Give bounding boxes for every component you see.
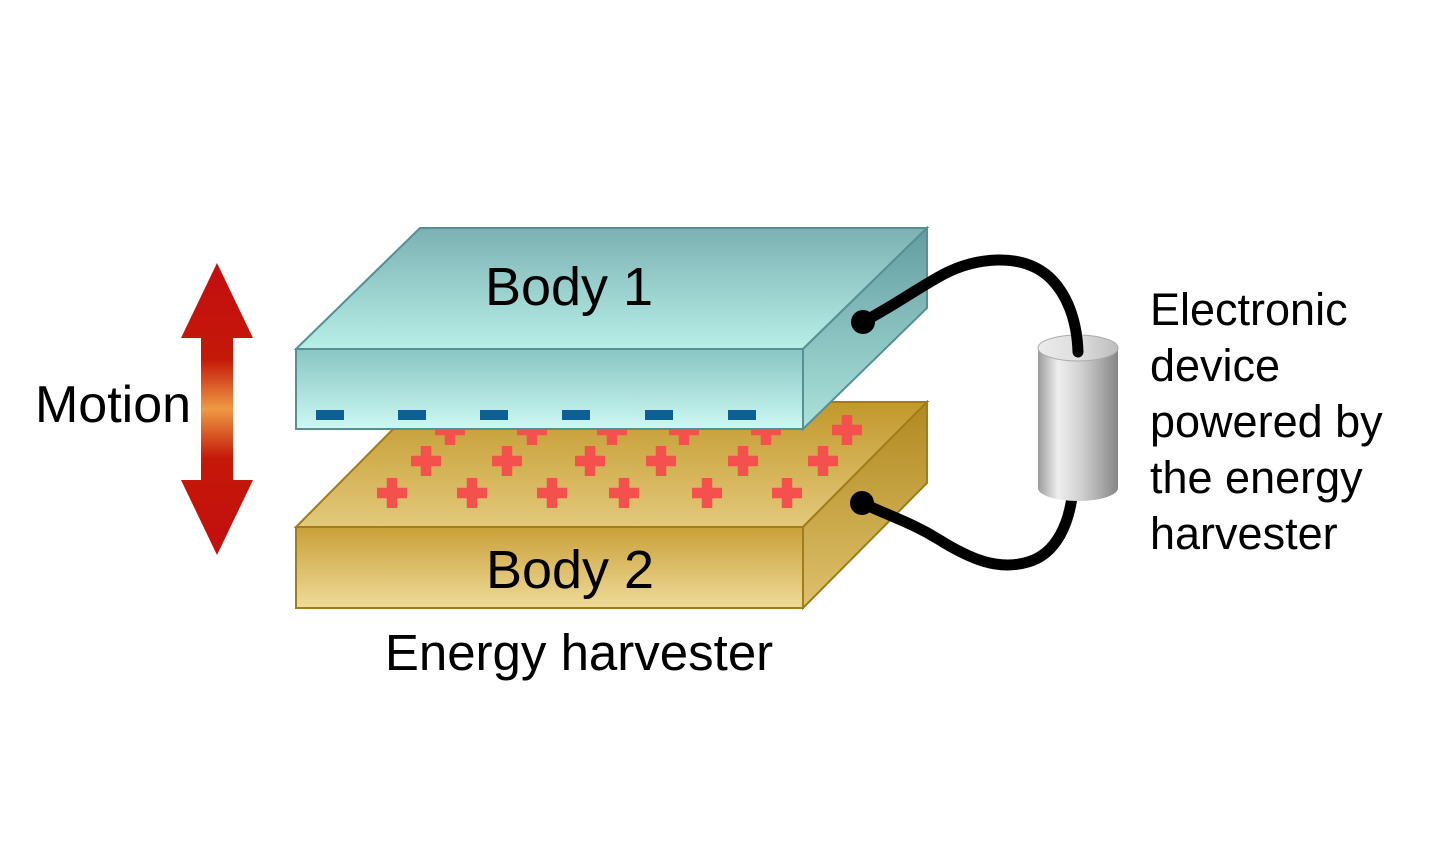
electronic-device-cylinder	[1037, 334, 1119, 501]
wire-top	[857, 254, 1084, 358]
negative-charge	[728, 410, 756, 420]
negative-charge	[562, 410, 590, 420]
energy-harvester-caption: Energy harvester	[385, 624, 773, 681]
device-label-line: harvester	[1150, 508, 1338, 559]
body1-label: Body 1	[485, 257, 653, 317]
device-label-line: Electronic	[1150, 284, 1348, 335]
body1-front-face	[295, 348, 804, 430]
cylinder-body	[1038, 348, 1118, 501]
wire-terminal-dot-bottom	[850, 491, 874, 515]
body2-front-face	[295, 526, 804, 609]
motion-label: Motion	[35, 376, 191, 434]
negative-charges	[316, 410, 756, 420]
motion-arrow	[181, 263, 253, 555]
negative-charge	[480, 410, 508, 420]
device-label-line: the energy	[1150, 452, 1363, 503]
wire-bottom	[856, 482, 1079, 571]
negative-charge	[398, 410, 426, 420]
body1-slab: Body 1	[293, 225, 930, 432]
body2-slab: Body 2	[293, 399, 930, 611]
wire-terminal-dot-top	[851, 310, 875, 334]
negative-charge	[645, 410, 673, 420]
device-label: Electronic device powered by the energy …	[1150, 284, 1383, 559]
device-label-line: device	[1150, 340, 1280, 391]
device-label-line: powered by	[1150, 396, 1383, 447]
negative-charge	[316, 410, 344, 420]
body2-label: Body 2	[486, 540, 654, 600]
